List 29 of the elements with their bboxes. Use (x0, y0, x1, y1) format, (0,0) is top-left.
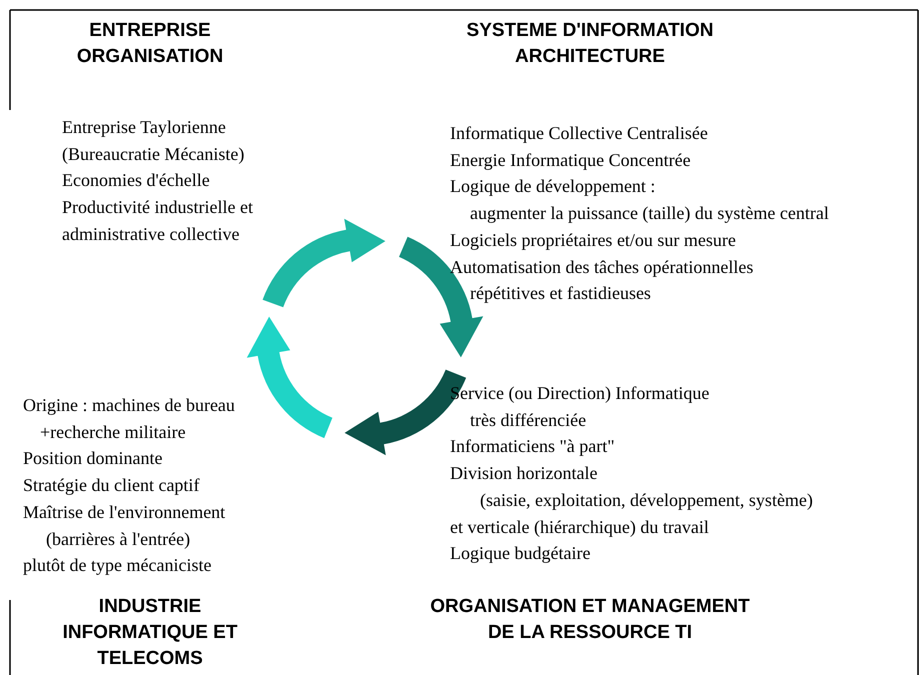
text-line: Economies d'échelle (62, 169, 210, 192)
text-line: (saisie, exploitation, développement, système) (480, 488, 813, 511)
text-line: Entreprise Taylorienne (62, 116, 226, 138)
text-line: Logique de développement : (450, 175, 656, 198)
text-line: Division horizontale (450, 462, 598, 484)
text-line: Productivité industrielle et (62, 196, 253, 218)
text-line: Informatique Collective Centralisée (450, 122, 708, 144)
text-line: répétitives et fastidieuses (470, 282, 651, 304)
text-line: Logiciels propriétaires et/ou sur mesure (450, 228, 736, 251)
text-line: augmenter la puissance (taille) du système central (470, 202, 829, 224)
section-heading: ENTREPRISE ORGANISATION (76, 19, 224, 69)
text-line: Maîtrise de l'environnement (23, 500, 226, 523)
text-line: (barrières à l'entrée) (46, 528, 190, 550)
text-line: Position dominante (23, 447, 162, 470)
section-heading: ORGANISATION ET MANAGEMENT DE LA RESSOURCE TI (430, 595, 750, 645)
text-line: plutôt de type mécaniciste (23, 554, 212, 576)
text-line: administrative collective (62, 222, 240, 245)
text-line: Logique budgétaire (450, 542, 590, 564)
text-line: Informaticiens "à part" (450, 435, 615, 458)
text-line: (Bureaucratie Mécaniste) (62, 142, 244, 165)
text-line: très différenciée (470, 408, 586, 431)
text-line: Automatisation des tâches opérationnelles (450, 256, 754, 278)
section-heading: INDUSTRIE INFORMATIQUE ET TELECOMS (62, 595, 238, 671)
text-line: Origine : machines de bureau (23, 394, 235, 416)
text-line: +recherche militaire (40, 420, 186, 443)
text-line: et verticale (hiérarchique) du travail (450, 516, 709, 538)
text-line: Energie Informatique Concentrée (450, 148, 691, 171)
text-line: Stratégie du client captif (23, 474, 200, 496)
section-heading: SYSTEME D'INFORMATION ARCHITECTURE (466, 19, 714, 69)
